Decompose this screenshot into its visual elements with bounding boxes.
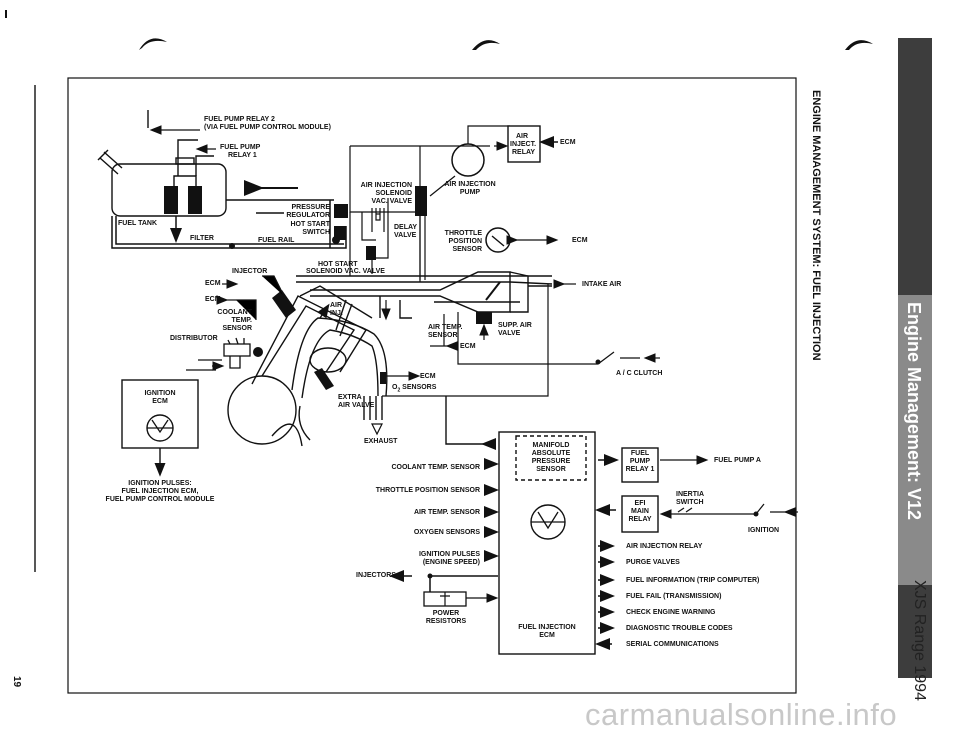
label-air-inject-relay3: RELAY [512,149,536,156]
label-exhaust: EXHAUST [364,438,398,445]
label-air: AIR [330,302,343,309]
label-manifold2: ABSOLUTE [531,450,571,457]
intake-manifold [296,271,553,319]
label-fuel-relay2: PUMP [629,458,651,465]
label-ecm-coolant: ECM [205,296,221,303]
label-valve: VALVE [394,232,417,239]
input-air-temp: AIR TEMP. SENSOR [414,509,480,516]
label-fuel-tank: FUEL TANK [118,220,158,227]
label-air-inject-relay2: INJECT. [510,141,537,148]
output-item: CHECK ENGINE WARNING [626,609,716,616]
label-distributor: DISTRIBUTOR [170,335,218,342]
label-air-injection: AIR INJECTION [360,182,412,189]
label-filter: FILTER [190,235,214,242]
label-pump: PUMP [459,189,481,196]
label-fi-ecm1: FUEL INJECTION [518,624,576,631]
label-ignition-ecm2: ECM [152,398,168,405]
label-manifold3: PRESSURE [531,458,571,465]
output-item: DIAGNOSTIC TROUBLE CODES [626,625,733,632]
label-position: POSITION [448,238,482,245]
label-delay: DELAY [394,224,418,231]
label-sensor-coolant: SENSOR [222,325,252,332]
label-solenoid: SOLENOID [375,190,412,197]
watermark: carmanualsonline.info [585,697,898,732]
label-ecm-o2: ECM [420,373,436,380]
input-oxygen: OXYGEN SENSORS [413,529,480,536]
input-ignition1: IGNITION PULSES [418,551,480,558]
label-fi-ecm-module1: FUEL INJECTION ECM, [121,488,199,495]
label-power2: RESISTORS [425,618,467,625]
label-efi3: RELAY [628,516,652,523]
label-fuel-relay3: RELAY 1 [625,466,655,473]
distributor [186,337,251,371]
label-air-temp: AIR TEMP. [428,324,463,331]
label-power1: POWER [432,610,460,617]
output-item: AIR INJECTION RELAY [626,543,703,550]
label-fi-ecm2: ECM [539,632,555,639]
output-item: PURGE VALVES [626,559,680,566]
label-ignition-pulses: IGNITION PULSES: [128,480,192,487]
label-coolant: COOLANT [217,309,252,316]
fuel-injection-ecm-box [381,396,596,655]
fuel-tank [97,149,227,217]
label-extra: EXTRA [338,394,362,401]
label-solenoid-vac-valve: SOLENOID VAC. VALVE [306,268,385,275]
label-vac-valve: VAC. VALVE [371,198,412,205]
output-item: SERIAL COMMUNICATIONS [626,641,719,648]
label-air-injection-pump: AIR INJECTION [444,181,496,188]
label-supp-air: SUPP. AIR [498,322,532,329]
label-ignition-ecm1: IGNITION [144,390,176,397]
fuel-pumps-in-tank [164,186,202,214]
input-coolant: COOLANT TEMP. SENSOR [391,464,480,471]
label-inertia2: SWITCH [676,499,704,506]
label-pressure: PRESSURE [291,204,330,211]
label-injectors: INJECTORS [356,572,396,579]
label-valve-supp: VALVE [498,330,521,337]
label-relay1: RELAY 1 [228,152,257,159]
label-temp: TEMP. [231,317,253,324]
label-fi-ecm-module2: FUEL PUMP CONTROL MODULE [105,496,215,503]
output-item: FUEL FAIL (TRANSMISSION) [626,593,722,600]
label-manifold1: MANIFOLD [532,442,570,449]
label-intake-air: INTAKE AIR [582,281,622,288]
engine-block [227,285,388,447]
label-sensor-throttle: SENSOR [452,246,482,253]
label-air-inject-relay1: AIR [516,133,529,140]
output-item: FUEL INFORMATION (TRIP COMPUTER) [626,577,760,584]
label-efi2: MAIN [631,508,649,515]
label-ecm-injector: ECM [205,280,221,287]
label-efi1: EFI [634,500,646,507]
label-hot-start2: HOT START [318,261,358,268]
label-ecm-air: ECM [460,343,476,350]
section-tab-highlight [898,295,932,585]
label-switch: SWITCH [302,229,330,236]
input-throttle: THROTTLE POSITION SENSOR [375,487,480,494]
registration-marks [139,38,873,50]
label-sensor-air: SENSOR [428,332,458,339]
label-via-module: (VIA FUEL PUMP CONTROL MODULE) [204,124,331,131]
label-ecm-air-relay: ECM [560,139,576,146]
label-fuel-pump-a: FUEL PUMP A [714,457,761,464]
label-fuel-pump: FUEL PUMP [220,144,261,151]
label-inertia1: INERTIA [676,491,704,498]
page-frame [67,77,797,694]
label-fuel-pump-relay2: FUEL PUMP RELAY 2 [204,116,275,123]
label-inj: INJ. [330,310,343,317]
label-air-valve: AIR VALVE [338,402,375,409]
label-ecm-throttle: ECM [572,237,588,244]
label-throttle: THROTTLE [444,230,482,237]
label-injector: INJECTOR [232,268,268,275]
label-ignition-right: IGNITION [748,527,780,534]
label-regulator: REGULATOR [286,212,330,219]
label-hot-start: HOT START [290,221,330,228]
label-ac-clutch: A / C CLUTCH [616,370,663,377]
label-manifold4: SENSOR [536,466,566,473]
label-fuel-rail: FUEL RAIL [258,237,295,244]
label-fuel-relay1: FUEL [630,450,650,457]
label-o2-sensors: O2 SENSORS [392,384,437,394]
input-ignition2: (ENGINE SPEED) [422,559,480,566]
